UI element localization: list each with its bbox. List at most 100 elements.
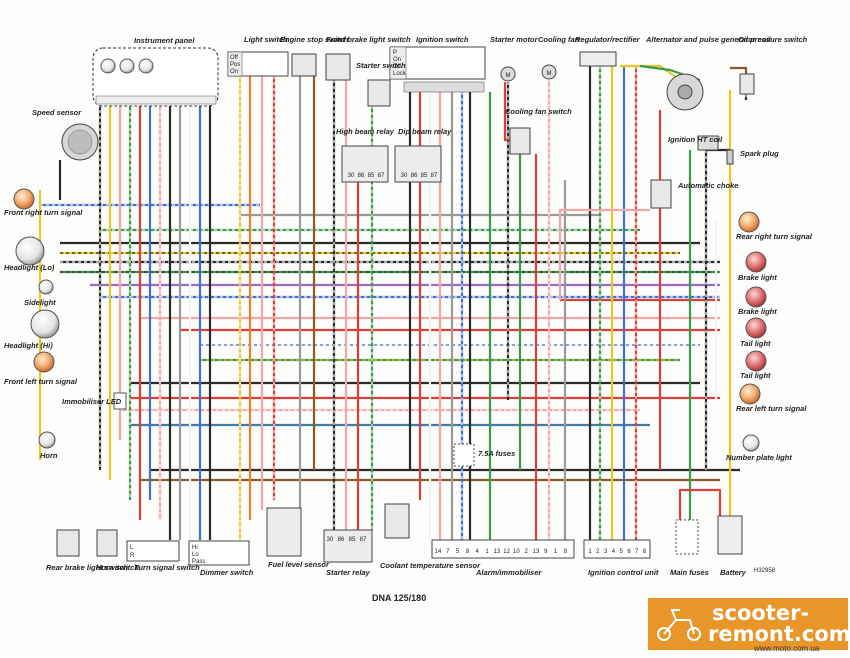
alarm-pin-label: 13 (493, 549, 500, 555)
alarm-pin-label: 10 (513, 549, 520, 555)
starter-motor: M (500, 66, 516, 82)
cooling-fan-switch (509, 127, 531, 155)
horn-switch (96, 529, 118, 557)
label-front-brake: Front brake light switch (326, 35, 411, 44)
brake-light-bulb-1 (745, 251, 767, 273)
wire-pink (558, 208, 650, 300)
starter-switch (367, 79, 391, 107)
icu-pin-label: 1 (588, 549, 592, 555)
label-regulator: Regulator/rectifier (575, 35, 641, 44)
rear-right-turn-bulb (738, 211, 760, 233)
dip-beam-relay-pin-label: 87 (431, 173, 438, 179)
label-rear-right-turn: Rear right turn signal (736, 232, 813, 241)
battery-icon (717, 515, 743, 555)
horn-icon (38, 431, 56, 449)
label-number-plate: Number plate light (726, 453, 792, 462)
dimmer-lo: Lo (192, 552, 199, 558)
dimmer-hi: Hi (192, 545, 198, 551)
label-starter-switch: Starter switch (356, 61, 406, 70)
cooling-fan: M (541, 64, 557, 80)
dimmer-switch (188, 540, 250, 566)
spark-plug-icon (726, 149, 734, 165)
tail-light-bulb-2 (745, 350, 767, 372)
label-oil-pressure: Oil pressure switch (738, 35, 808, 44)
turn-signal-switch (126, 540, 180, 562)
ign-switch-p: P (393, 50, 397, 56)
label-sidelight: Sidelight (24, 298, 56, 307)
label-turn-signal-switch: Turn signal switch (134, 563, 200, 572)
starter-relay-pin-label: 85 (349, 537, 356, 543)
alarm-pin-label: 13 (533, 549, 540, 555)
diagram-title: DNA 125/180 (372, 593, 426, 603)
alarm-pin-label: 1 (554, 549, 558, 555)
turn-switch-r: R (130, 553, 135, 559)
label-engine-stop: Engine stop switch (280, 35, 349, 44)
label-cooling-fan: Cooling fan (538, 35, 580, 44)
instrument-panel (92, 47, 219, 107)
label-speed-sensor: Speed sensor (32, 108, 82, 117)
label-tail-light-1: Tail light (740, 339, 771, 348)
label-horn: Horn (40, 451, 58, 460)
label-automatic-choke: Automatic choke (677, 181, 738, 190)
light-switch-on: On (230, 69, 238, 75)
label-instrument-panel: Instrument panel (134, 36, 195, 45)
label-dip-beam: Dip beam relay (398, 127, 452, 136)
ignition-switch (389, 46, 486, 93)
label-front-left-turn: Front left turn signal (4, 377, 78, 386)
label-ignition-ht-coil: Ignition HT coil (668, 135, 723, 144)
headlight-hi-bulb (30, 309, 60, 339)
label-fuses: 7.5A fuses (478, 449, 515, 458)
label-layer: Instrument panel Speed sensor Front righ… (4, 35, 813, 603)
label-light-switch: Light switch (244, 35, 288, 44)
light-switch-off: Off (230, 55, 238, 61)
alarm-pin-label: 8 (564, 549, 568, 555)
light-switch (227, 51, 289, 77)
wire-red (678, 488, 722, 520)
ignition-control-unit (583, 539, 651, 559)
ign-switch-lock: Lock (393, 71, 407, 77)
label-battery: Battery (720, 568, 747, 577)
starter-relay-pin-label: 30 (327, 537, 334, 543)
label-horn-switch: Horn switch (96, 563, 139, 572)
rear-brake-switch (56, 529, 80, 557)
alarm-pin-label: 7 (446, 549, 450, 555)
scooter-logo-icon (657, 609, 701, 641)
alarm-pin-label: 2 (525, 549, 529, 555)
label-front-right-turn: Front right turn signal (4, 208, 83, 217)
label-headlight-hi: Headlight (Hi) (4, 341, 53, 350)
label-brake-light-1: Brake light (738, 273, 777, 282)
ignition-ht-coil (697, 135, 719, 151)
label-coolant-sensor: Coolant temperature sensor (380, 561, 481, 570)
label-tail-light-2: Tail light (740, 371, 771, 380)
label-fuel-level: Fuel level sensor (268, 560, 330, 569)
svg-text:M: M (547, 71, 552, 77)
speed-sensor (61, 123, 99, 161)
label-main-fuses: Main fuses (670, 568, 709, 577)
watermark: scooter- remont.com www.moto.com.ua (648, 598, 850, 653)
dip-beam-relay (394, 145, 442, 183)
automatic-choke (650, 179, 672, 209)
light-switch-pos: Pos (230, 62, 240, 68)
icu-pin-label: 7 (635, 549, 639, 555)
turn-switch-l: L (130, 545, 134, 551)
alarm-pin-label: 14 (435, 549, 442, 555)
dip-beam-relay-pin-label: 85 (421, 173, 428, 179)
regulator-rectifier (579, 51, 617, 67)
high-beam-relay-pin-label: 85 (368, 173, 375, 179)
alternator (666, 73, 704, 111)
label-alternator: Alternator and pulse generator coil (645, 35, 772, 44)
oil-pressure-switch (739, 73, 755, 95)
front-left-turn-bulb (33, 351, 55, 373)
brake-light-bulb-2 (745, 286, 767, 308)
tail-light-bulb-1 (745, 317, 767, 339)
label-rear-brake-switch: Rear brake light switch (46, 563, 129, 572)
fuses-7-5a (453, 443, 475, 467)
diagram-ref: H32958 (754, 568, 776, 574)
high-beam-relay-pin-label: 30 (348, 173, 355, 179)
fuel-level-sensor (266, 507, 302, 557)
watermark-url: www.moto.com.ua (753, 644, 820, 653)
icu-pin-label: 5 (620, 549, 624, 555)
